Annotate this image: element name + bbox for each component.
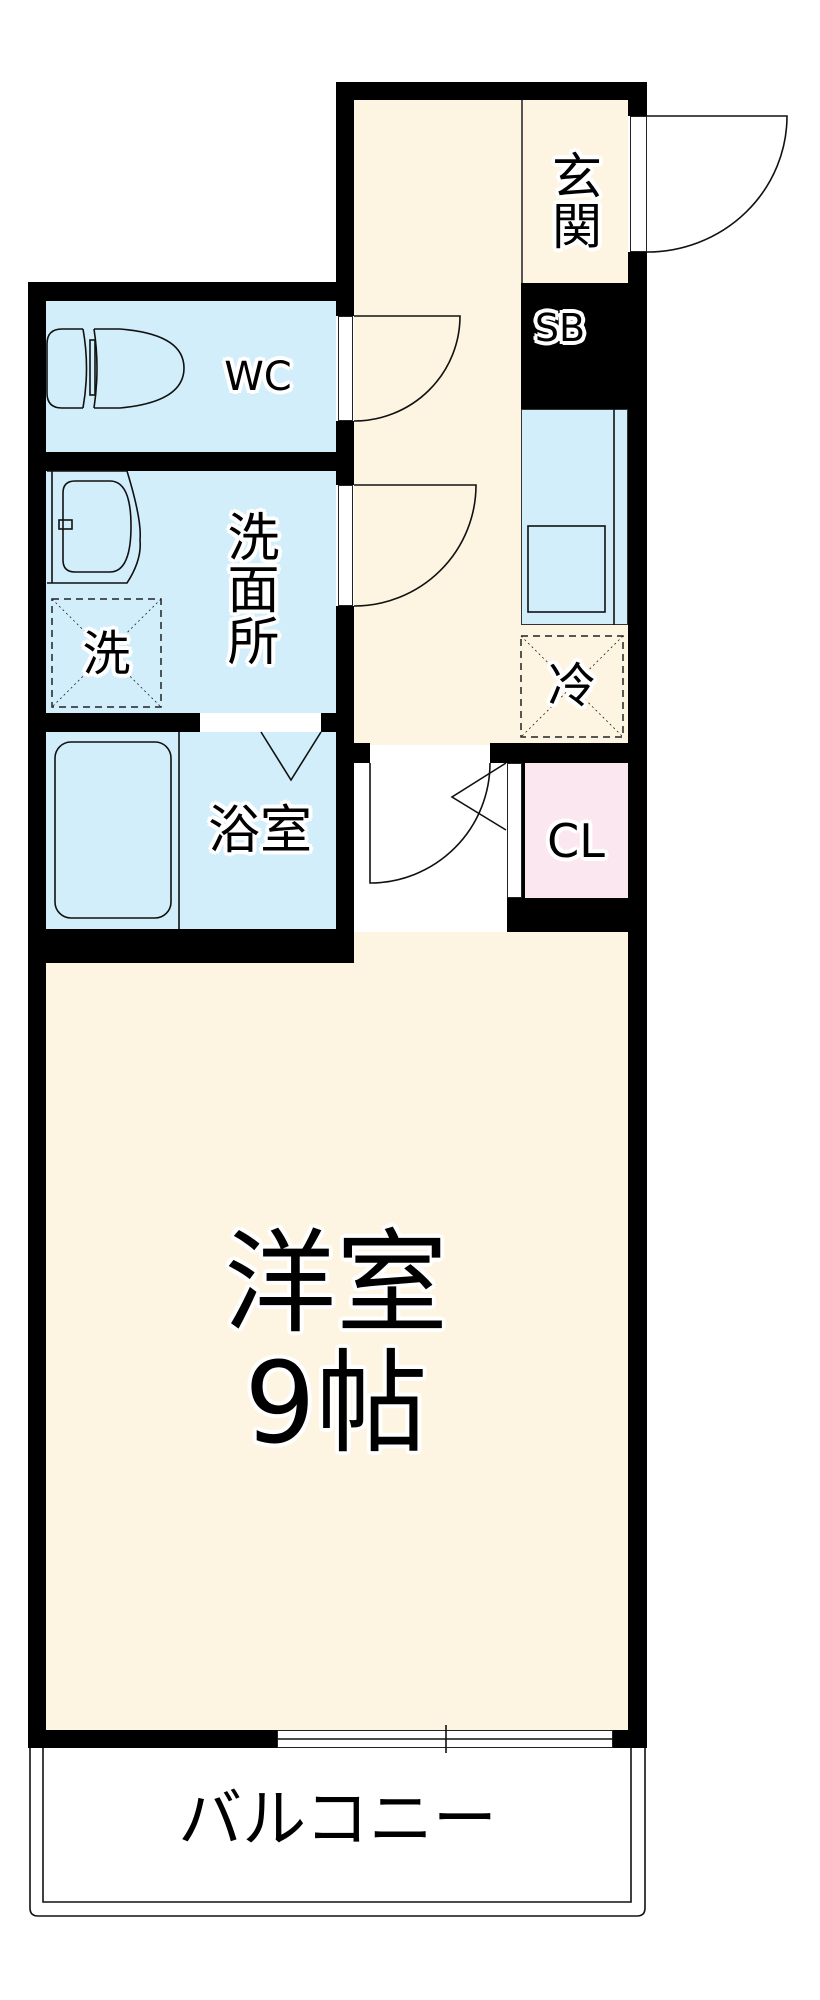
entrance-door-jamb bbox=[630, 116, 647, 252]
wall bbox=[628, 82, 647, 116]
genkan-label: 玄関 bbox=[544, 150, 602, 250]
wall bbox=[336, 82, 354, 316]
toilet-label: WC bbox=[224, 354, 292, 400]
wall bbox=[28, 1730, 277, 1748]
western-room-label: 洋室 bbox=[224, 1219, 448, 1349]
wall bbox=[28, 282, 46, 1748]
wall bbox=[628, 252, 647, 1748]
wall bbox=[46, 713, 200, 732]
washroom-door-jamb bbox=[338, 485, 353, 606]
shoe-box-label: SB bbox=[534, 306, 586, 350]
washroom-label: 洗面所 bbox=[218, 510, 278, 666]
wall bbox=[490, 743, 628, 763]
wall bbox=[46, 452, 354, 471]
genkan-area bbox=[521, 100, 628, 283]
wall bbox=[507, 898, 628, 932]
wall bbox=[321, 713, 354, 732]
wall bbox=[28, 282, 354, 301]
wall bbox=[522, 763, 525, 913]
washing-machine-label: 洗 bbox=[82, 626, 131, 682]
wall bbox=[354, 743, 370, 763]
wall bbox=[613, 1730, 647, 1748]
wall bbox=[28, 929, 354, 963]
wall bbox=[336, 82, 647, 100]
balcony-label: バルコニー bbox=[178, 1783, 497, 1857]
wall bbox=[336, 421, 354, 485]
western-room-floor bbox=[46, 932, 628, 1730]
bathroom-label: 浴室 bbox=[207, 801, 312, 861]
entrance-door-swing bbox=[646, 115, 788, 253]
room-door-swing bbox=[369, 762, 491, 884]
wall bbox=[521, 283, 628, 409]
kitchen-counter bbox=[521, 409, 628, 625]
closet-folding-door[interactable] bbox=[507, 763, 522, 898]
closet-folding-indicator bbox=[450, 762, 507, 831]
room-door-jamb bbox=[370, 747, 490, 761]
closet-label: CL bbox=[547, 814, 605, 868]
refrigerator-label: 冷 bbox=[547, 658, 596, 714]
balcony-window[interactable] bbox=[277, 1730, 613, 1748]
wall bbox=[336, 606, 354, 963]
closet bbox=[524, 763, 628, 913]
wc-door-jamb bbox=[338, 316, 353, 421]
western-room-size: 9帖 bbox=[244, 1339, 428, 1469]
bath-door-jamb bbox=[200, 716, 321, 730]
